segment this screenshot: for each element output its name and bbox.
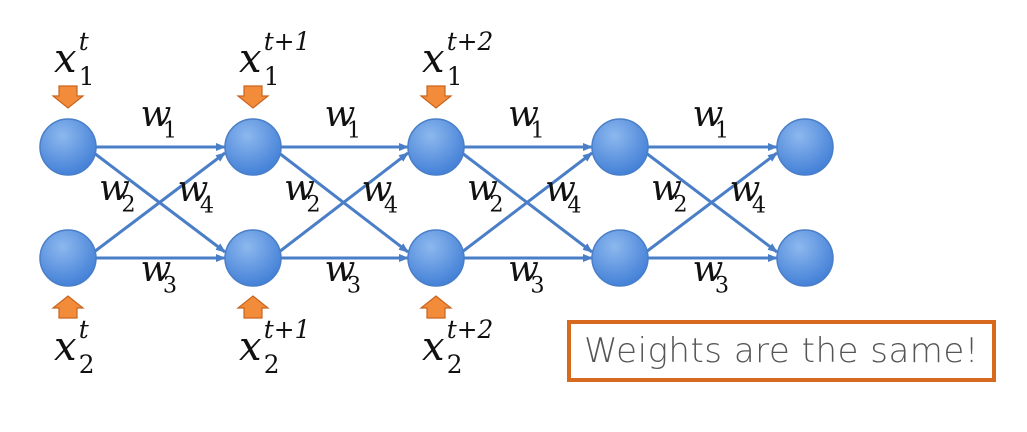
input-top-1-sup: t [79,27,89,56]
input-top-3-sup: t+2 [447,27,494,56]
bottom-node-5 [776,229,834,287]
label-w1-2: w1 [325,94,362,144]
edge-cross-up-3 [461,151,593,254]
orange-arrow-icon-bottom-3 [419,295,453,319]
label-w3-2: w3 [325,249,362,299]
label-w1-1-base: w [141,94,172,135]
label-w4-2: w4 [362,169,399,219]
label-w3-4-base: w [693,249,724,290]
label-w2-1-sub: 2 [121,192,135,218]
label-w1-4-base: w [693,94,724,135]
label-w2-4-base: w [651,168,682,209]
label-w2-4-sub: 2 [673,192,687,218]
label-w1-4-sub: 1 [715,118,729,144]
label-w2-3: w2 [467,168,504,218]
label-w3-3: w3 [508,249,545,299]
bottom-node-4 [591,229,649,287]
label-w3-4: w3 [693,249,730,299]
label-w4-1-base: w [178,169,209,210]
edge-cross-up-2 [278,151,409,254]
bottom-node-2 [224,229,282,287]
orange-arrow-icon-bottom-1 [51,295,85,319]
label-w4-3: w4 [545,169,582,219]
note-text: Weights are the same! [584,331,979,371]
bottom-node-1 [39,229,97,287]
input-bottom-2-base: x [239,324,262,370]
bottom-node-3 [407,229,465,287]
input-bottom-1-sup: t [79,315,89,344]
label-w2-2: w2 [284,168,321,218]
orange-arrow-icon-bottom-2 [236,295,270,319]
label-w1-2-sub: 1 [347,118,361,144]
orange-arrow-icon-top-1 [51,85,85,109]
label-w4-2-base: w [362,169,393,210]
label-w4-3-sub: 4 [567,193,581,219]
label-w1-3: w1 [508,94,545,144]
node-layer [39,118,834,287]
label-w3-1-sub: 3 [163,273,177,299]
input-bottom-3-sub: 2 [447,350,463,379]
label-w3-3-sub: 3 [530,273,544,299]
label-w4-4-base: w [730,169,761,210]
label-w4-4: w4 [730,169,767,219]
label-w3-2-base: w [325,249,356,290]
label-w2-1: w2 [99,168,136,218]
label-w1-1: w1 [141,94,178,144]
label-w1-3-base: w [508,94,539,135]
label-w4-2-sub: 4 [384,193,398,219]
label-w3-1-base: w [141,249,172,290]
edge-layer [93,143,778,262]
label-w1-4: w1 [693,94,730,144]
orange-arrow-icon-top-3 [419,85,453,109]
label-w2-3-sub: 2 [489,192,503,218]
input-top-2-sub: 1 [264,62,280,91]
label-w4-1-sub: 4 [200,193,214,219]
top-node-5 [776,118,834,176]
note-box: Weights are the same! [567,320,996,382]
label-w3-3-base: w [508,249,539,290]
label-w2-3-base: w [467,168,498,209]
label-w1-1-sub: 1 [163,118,177,144]
label-w4-4-sub: 4 [752,193,766,219]
input-bottom-1-sub: 2 [79,350,95,379]
label-w2-1-base: w [99,168,130,209]
input-bottom-1-base: x [54,324,77,370]
top-node-4 [591,118,649,176]
label-w4-3-base: w [545,169,576,210]
label-w1-2-base: w [325,94,356,135]
label-w2-2-sub: 2 [306,192,320,218]
input-top-1-sub: 1 [79,62,95,91]
label-w3-4-sub: 3 [715,273,729,299]
label-w3-2-sub: 3 [347,273,361,299]
input-bottom-2-sup: t+1 [264,315,311,344]
input-top-3-sub: 1 [447,62,463,91]
orange-arrow-icon-top-2 [236,85,270,109]
input-bottom-3-base: x [422,324,445,370]
top-node-1 [39,118,97,176]
input-top-2-base: x [239,36,262,82]
input-bottom-3-sup: t+2 [447,315,494,344]
top-node-3 [407,118,465,176]
edge-cross-up-4 [645,151,778,254]
input-top-1-base: x [54,36,77,82]
label-w3-1: w3 [141,249,178,299]
label-w1-3-sub: 1 [530,118,544,144]
label-w2-4: w2 [651,168,688,218]
edge-cross-up-1 [93,151,226,254]
input-top-3-base: x [422,36,445,82]
label-w2-2-base: w [284,168,315,209]
input-bottom-2-sub: 2 [264,350,280,379]
top-node-2 [224,118,282,176]
label-w4-1: w4 [178,169,215,219]
input-top-2-sup: t+1 [264,27,311,56]
